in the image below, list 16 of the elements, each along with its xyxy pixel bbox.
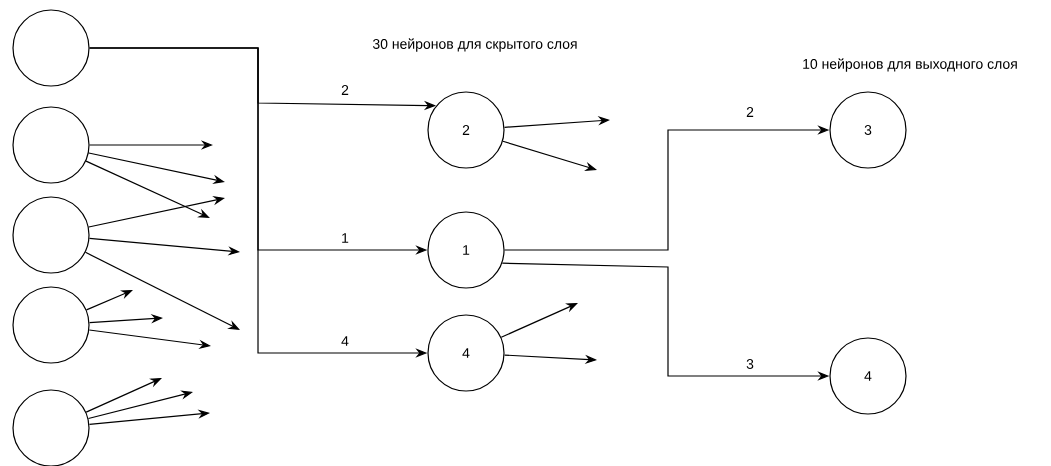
arrow: [85, 160, 210, 218]
neuron-circle: [12, 106, 90, 184]
edge-label: 2: [744, 105, 756, 119]
neuron-circle: [12, 286, 90, 364]
layer-caption: 30 нейронов для скрытого слоя: [371, 37, 579, 53]
arrow: [500, 303, 578, 338]
neuron-circle: [12, 9, 90, 87]
edge-label: 3: [744, 357, 756, 371]
layer-caption: 10 нейронов для выходного слоя: [800, 57, 1020, 73]
edge-label: 4: [339, 334, 351, 348]
arrow: [84, 251, 240, 330]
edge-label: 2: [339, 83, 351, 97]
arrow: [85, 290, 133, 311]
edge-label: 1: [339, 231, 351, 245]
neuron-circle: [12, 196, 90, 274]
arrow: [85, 378, 162, 413]
